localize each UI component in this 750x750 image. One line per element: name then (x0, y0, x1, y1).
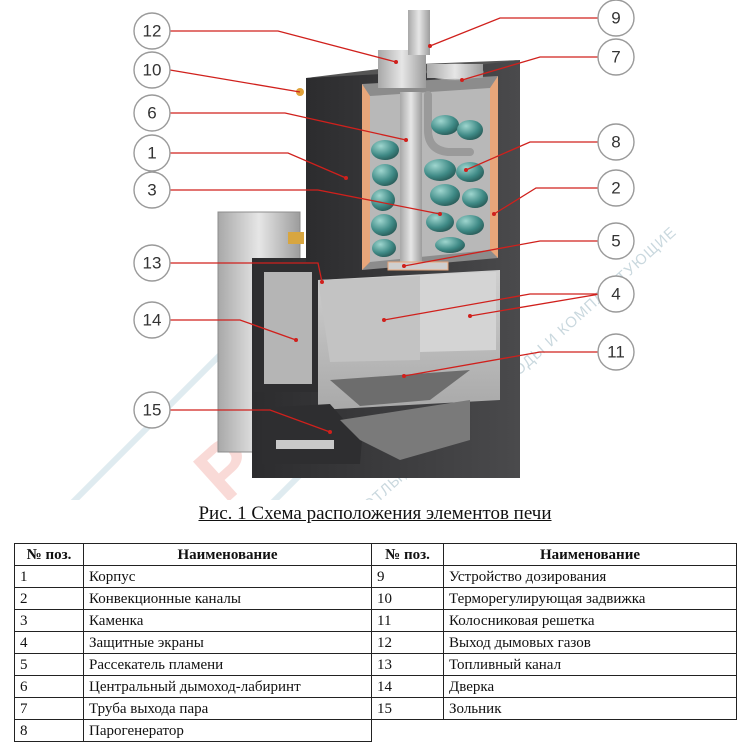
table-cell-position: 6 (14, 675, 84, 698)
table-cell-position: 5 (14, 653, 84, 676)
ash-tray-inner (340, 400, 470, 460)
svg-text:1: 1 (147, 144, 156, 163)
header-pos-left: № поз. (14, 543, 84, 566)
table-cell-name: Терморегулирующая задвижка (443, 587, 737, 610)
svg-text:13: 13 (143, 254, 162, 273)
table-cell-name: Рассекатель пламени (83, 653, 372, 676)
callout-3: 3 (133, 171, 171, 209)
svg-text:15: 15 (143, 401, 162, 420)
callout-15: 15 (133, 391, 171, 429)
svg-text:14: 14 (143, 311, 162, 330)
callout-7: 7 (597, 38, 635, 76)
table-cell-name: Конвекционные каналы (83, 587, 372, 610)
table-cell-name: Дверка (443, 675, 737, 698)
table-cell-name: Топливный канал (443, 653, 737, 676)
table-header-row: № поз. Наименование № поз. Наименование (14, 543, 737, 566)
table-cell-name: Труба выхода пара (83, 697, 372, 720)
table-cell-name: Защитные экраны (83, 631, 372, 654)
callout-14: 14 (133, 301, 171, 339)
table-cell-position: 3 (14, 609, 84, 632)
svg-text:8: 8 (611, 133, 620, 152)
svg-text:2: 2 (611, 179, 620, 198)
callout-4: 4 (597, 275, 635, 313)
callout-2: 2 (597, 169, 635, 207)
header-name-left: Наименование (83, 543, 372, 566)
stove-diagram: Pechiv.ru ПЕЧИ, КОТЛЫ, КАМИНЫ, ДЫМОХОДЫ … (70, 0, 680, 500)
fuel-channel (318, 276, 420, 362)
figure-caption: Рис. 1 Схема расположения элементов печи (198, 503, 552, 524)
table-cell-name: Каменка (83, 609, 372, 632)
grate (330, 370, 470, 406)
svg-text:5: 5 (611, 232, 620, 251)
table-cell-position: 4 (14, 631, 84, 654)
svg-text:9: 9 (611, 9, 620, 28)
table-cell-name: Центральный дымоход-лабиринт (83, 675, 372, 698)
central-flue (400, 92, 422, 262)
table-cell-position: 2 (14, 587, 84, 610)
table-cell-position: 13 (371, 653, 444, 676)
smoke-outlet-pipe (378, 50, 426, 88)
table-cell-position: 14 (371, 675, 444, 698)
svg-text:10: 10 (143, 61, 162, 80)
table-cell-name: Колосниковая решетка (443, 609, 737, 632)
svg-text:3: 3 (147, 181, 156, 200)
svg-text:6: 6 (147, 104, 156, 123)
header-name-right: Наименование (443, 543, 737, 566)
ash-pan-handle (276, 440, 334, 449)
table-cell-name: Устройство дозирования (443, 565, 737, 588)
callout-9: 9 (597, 0, 635, 37)
callout-5: 5 (597, 222, 635, 260)
table-cell-position: 9 (371, 565, 444, 588)
table-cell-name: Зольник (443, 697, 737, 720)
flame-diverter (387, 261, 449, 271)
steam-pipe (424, 91, 474, 156)
side-panel-label (288, 232, 304, 244)
door-glass (264, 272, 312, 384)
convection-channel (362, 84, 370, 270)
callout-11: 11 (597, 333, 635, 371)
svg-text:7: 7 (611, 48, 620, 67)
protective-screen (420, 272, 496, 352)
table-cell-position: 10 (371, 587, 444, 610)
header-pos-right: № поз. (371, 543, 444, 566)
svg-text:12: 12 (143, 22, 162, 41)
table-cell-name: Корпус (83, 565, 372, 588)
callout-13: 13 (133, 244, 171, 282)
stones (371, 115, 488, 257)
callout-12: 12 (133, 12, 171, 50)
callout-6: 6 (133, 94, 171, 132)
table-cell-name: Парогенератор (83, 719, 372, 742)
svg-text:4: 4 (611, 285, 620, 304)
leaders (169, 17, 601, 434)
parts-table: № поз. Наименование № поз. Наименование … (14, 543, 737, 742)
table-cell-name: Выход дымовых газов (443, 631, 737, 654)
table-cell-position: 11 (371, 609, 444, 632)
convection-channel-right (490, 76, 498, 258)
table-cell-empty (371, 719, 737, 742)
table-cell-position: 7 (14, 697, 84, 720)
table-cell-position: 1 (14, 565, 84, 588)
table-cell-position: 12 (371, 631, 444, 654)
dosing-device-pipe (408, 10, 430, 55)
table-cell-position: 8 (14, 719, 84, 742)
callout-1: 1 (133, 134, 171, 172)
callout-10: 10 (133, 51, 171, 89)
callout-8: 8 (597, 123, 635, 161)
table-cell-position: 15 (371, 697, 444, 720)
svg-text:11: 11 (607, 343, 625, 362)
